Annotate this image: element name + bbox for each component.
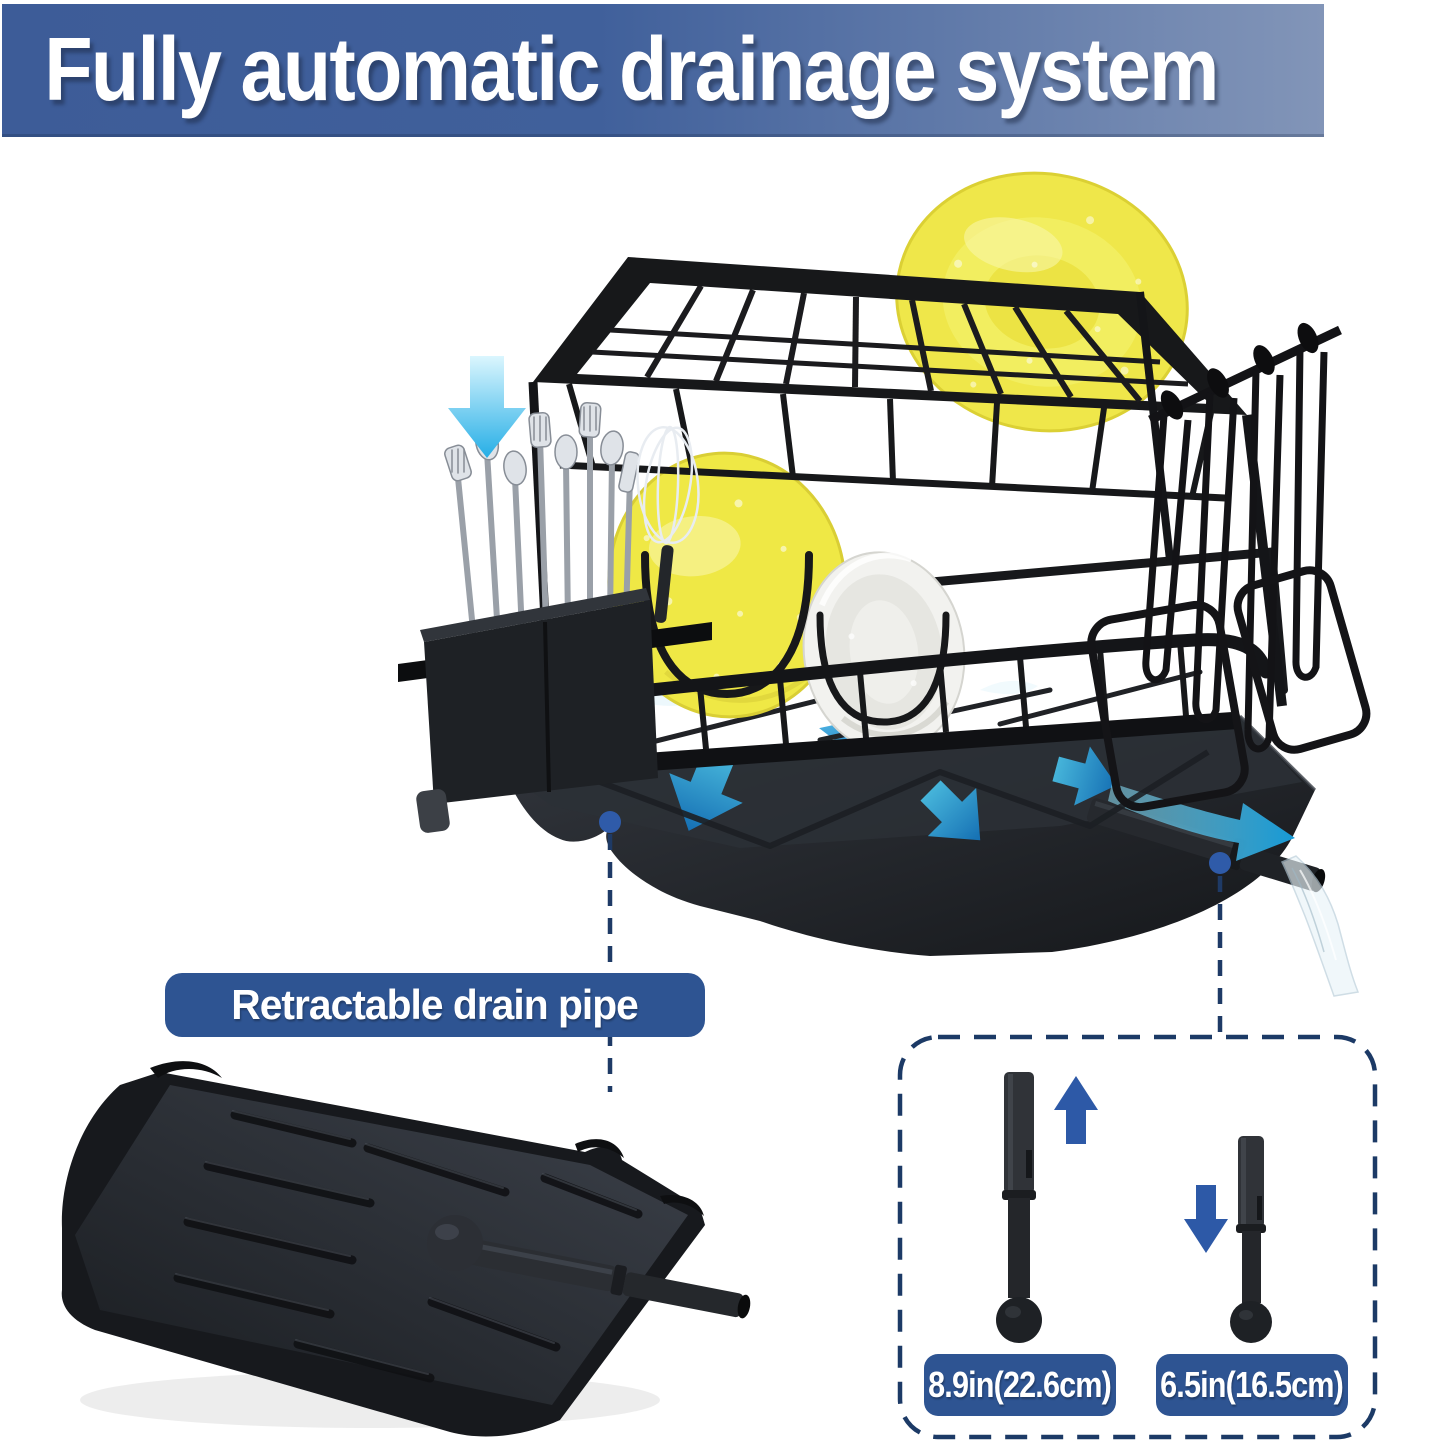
drain-pipe-outlet (1086, 783, 1360, 997)
cutlery-holder (398, 401, 712, 833)
extended-length-badge: 8.9in(22.6cm) (924, 1354, 1116, 1416)
lower-basket-front (545, 551, 1273, 849)
title-banner: Fully automatic drainage system (2, 4, 1324, 137)
utensil-hooks (1087, 322, 1371, 812)
extended-length-label: 8.9in(22.6cm) (928, 1364, 1113, 1405)
connector-dot-right (1209, 852, 1231, 874)
drainboard-pipe (427, 1215, 751, 1319)
drainboard-figure (61, 1061, 751, 1437)
pipe-extended (996, 1072, 1042, 1343)
connector-dot-left (599, 811, 621, 833)
retracted-length-label: 6.5in(16.5cm) (1160, 1364, 1345, 1405)
size-comparison-box (897, 1034, 1378, 1440)
drain-pipe-callout-label: Retractable drain pipe (231, 981, 640, 1028)
down-arrow-icon (448, 356, 526, 458)
drain-pipe-callout: Retractable drain pipe (165, 973, 705, 1037)
callout-connectors (599, 811, 1231, 1092)
down-arrow-small-icon (1184, 1185, 1228, 1253)
upper-tier (528, 171, 1287, 707)
up-arrow-icon (1054, 1076, 1098, 1144)
whisk (636, 425, 700, 623)
water-stream (1280, 855, 1360, 997)
retracted-length-badge: 6.5in(16.5cm) (1156, 1354, 1348, 1416)
page-title: Fully automatic drainage system (44, 20, 1219, 120)
pipe-retracted (1230, 1136, 1272, 1343)
